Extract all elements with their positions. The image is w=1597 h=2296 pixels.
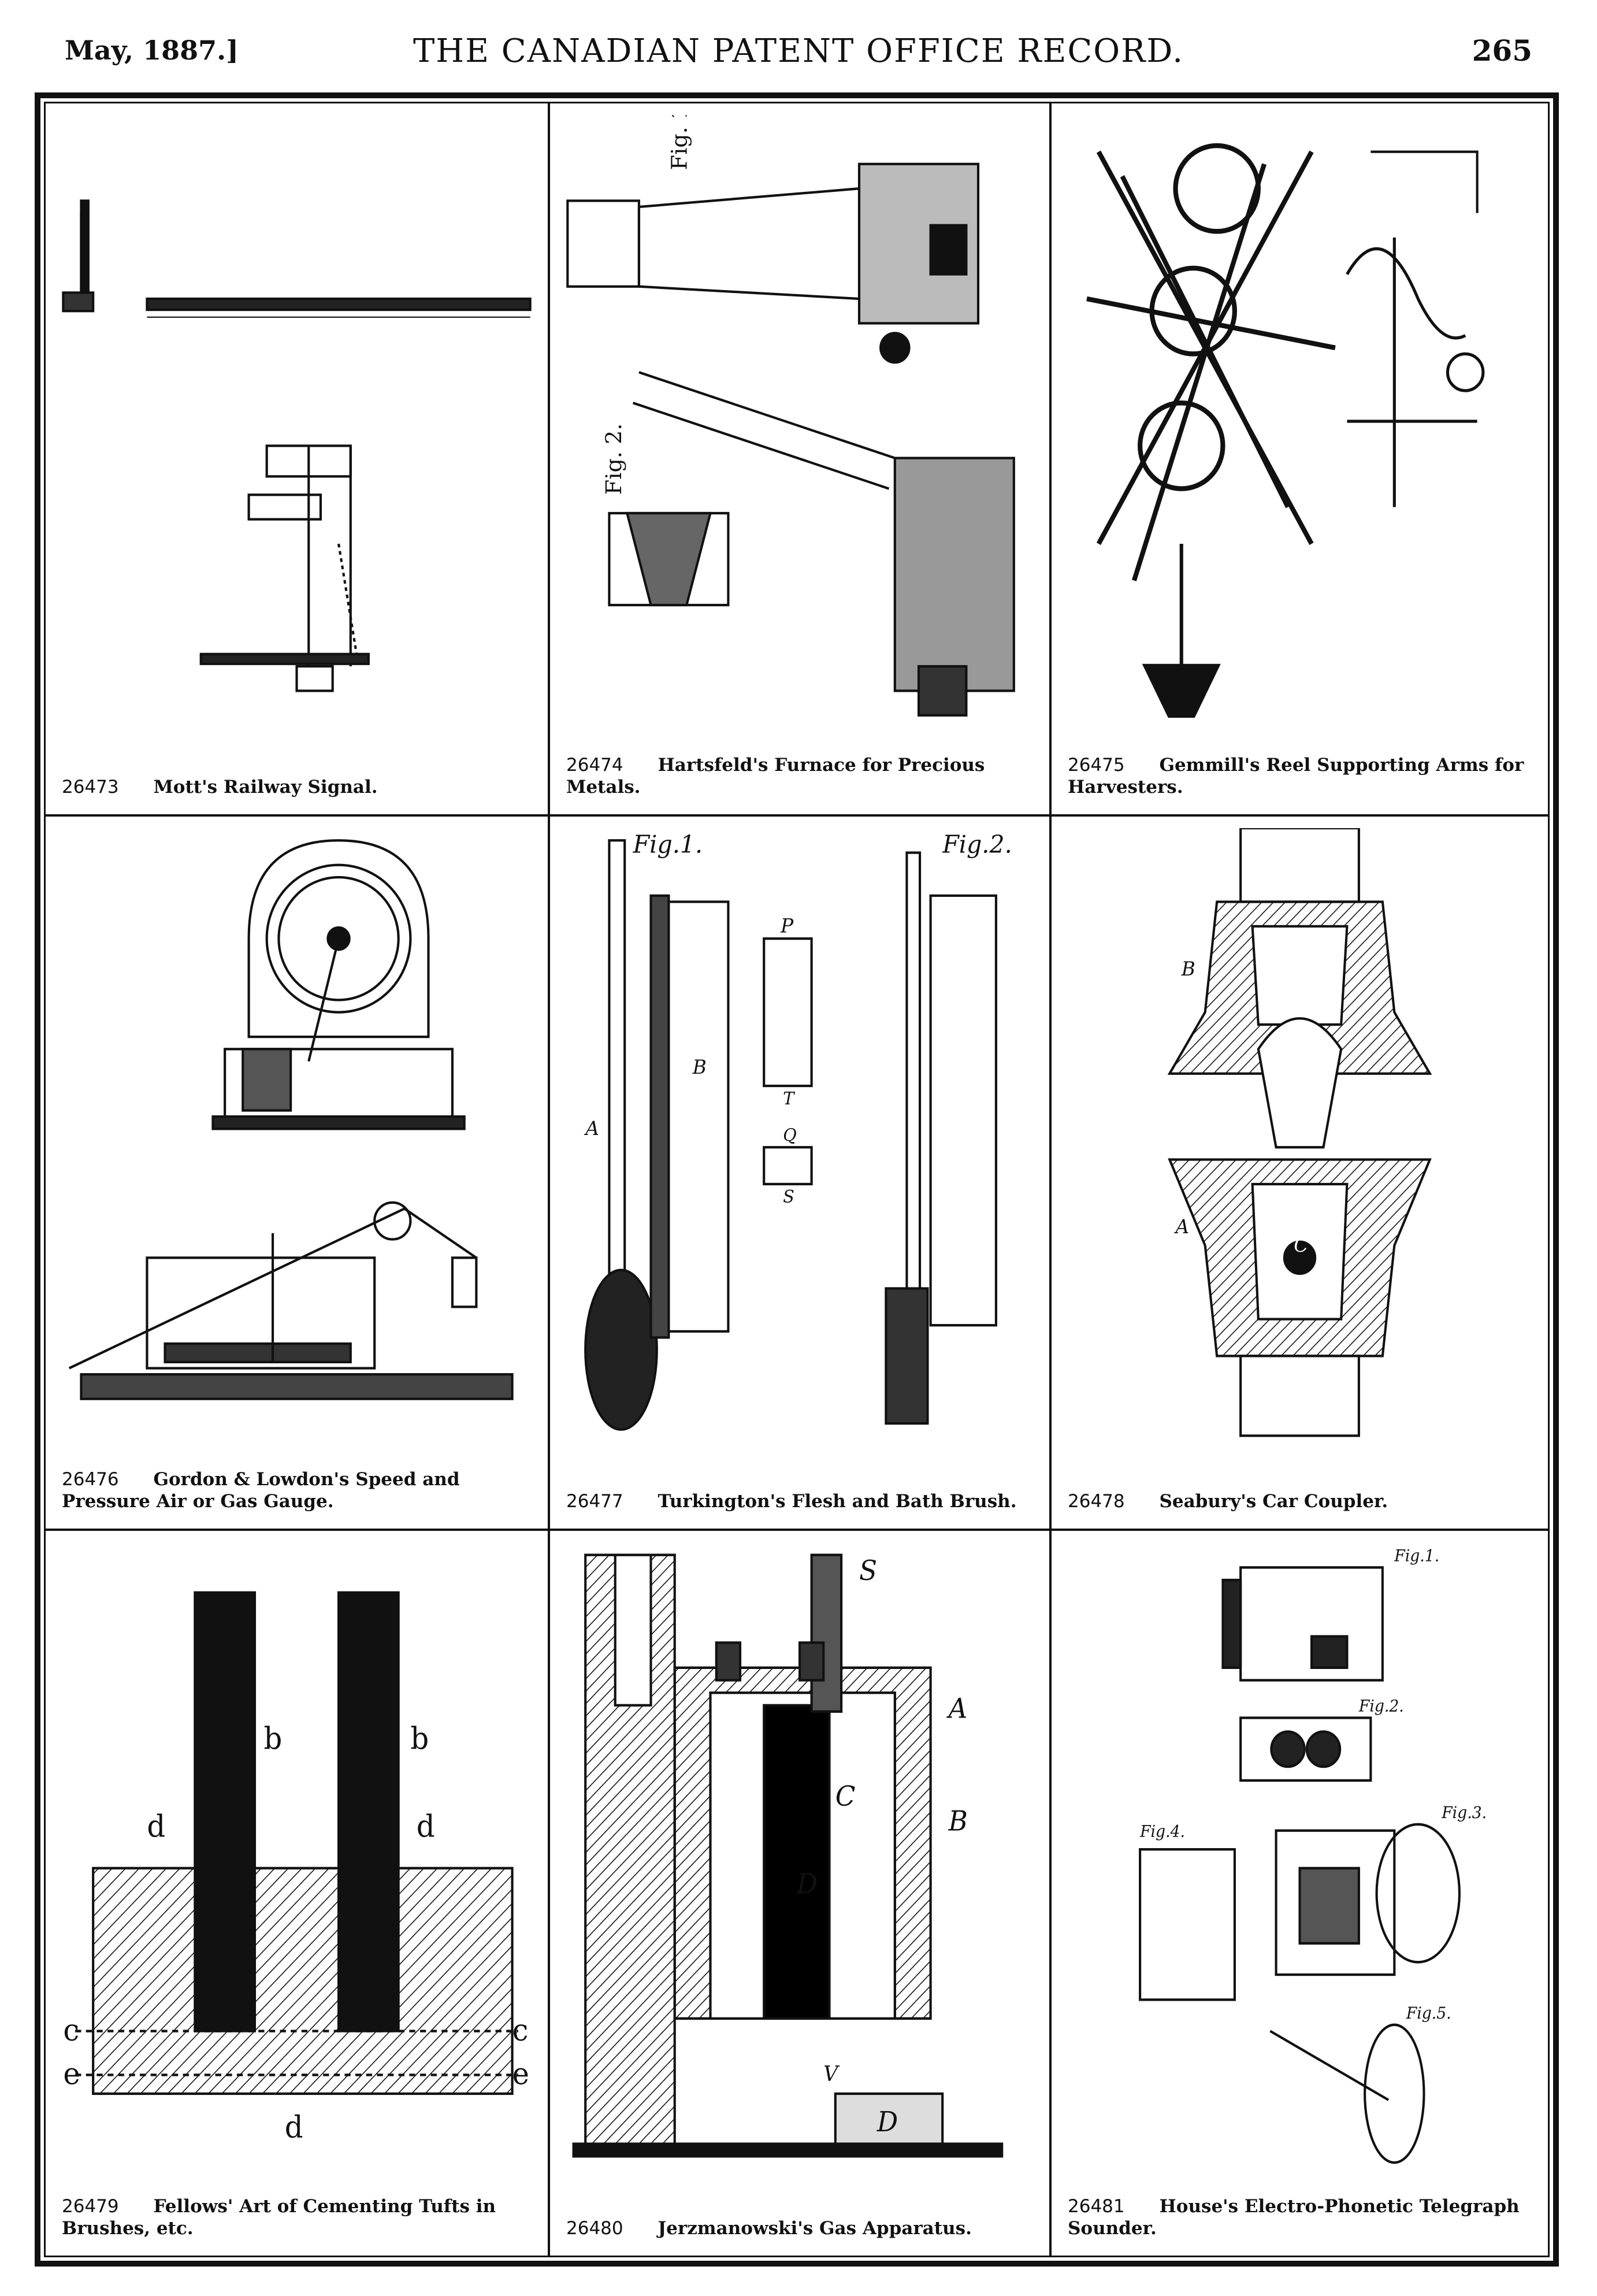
patent-caption: 26473 Mott's Railway Signal. bbox=[62, 776, 536, 798]
fig-label: e bbox=[63, 2057, 80, 2092]
patent-caption: 26476 Gordon & Lowdon's Speed and Pressu… bbox=[62, 1468, 536, 1512]
patent-number: 26476 bbox=[62, 1469, 119, 1490]
fig-label: Fig.1. bbox=[1394, 1547, 1439, 1566]
fig-label: Fig.4. bbox=[1139, 1823, 1185, 1841]
outer-frame bbox=[35, 92, 1559, 2267]
patent-caption: 26481 House's Electro-Phonetic Telegraph… bbox=[1068, 2195, 1536, 2239]
patent-caption: 26480 Jerzmanowski's Gas Apparatus. bbox=[566, 2217, 1038, 2239]
patent-caption: 26479 Fellows' Art of Cementing Tufts in… bbox=[62, 2195, 536, 2239]
patent-number: 26473 bbox=[62, 777, 119, 798]
patent-cell: 26476 Gordon & Lowdon's Speed and Pressu… bbox=[46, 817, 550, 1531]
fig-label: c bbox=[512, 2013, 529, 2048]
patent-caption: 26474 Hartsfeld's Furnace for Precious M… bbox=[566, 754, 1038, 798]
fig-label: b bbox=[410, 1722, 429, 1757]
fig-label: B bbox=[948, 1805, 968, 1837]
telegraph-sounder-drawing: Fig.1. Fig.2. Fig.3. Fig.4. Fig.5. bbox=[1063, 1542, 1536, 2169]
car-coupler-drawing: B C A bbox=[1063, 826, 1536, 1442]
fig-label: c bbox=[63, 2013, 79, 2048]
publication-title: THE CANADIAN PATENT OFFICE RECORD. bbox=[413, 32, 1184, 70]
fig-label: Fig. 2. bbox=[601, 423, 626, 495]
patent-number: 26477 bbox=[566, 1491, 623, 1512]
patent-cell: B C A 26478 Seabury's Car Coupler. bbox=[1052, 817, 1548, 1531]
fig-label: Q bbox=[783, 1125, 797, 1145]
fig-label: S bbox=[783, 1186, 794, 1207]
fig-label: S bbox=[859, 1555, 877, 1586]
patent-cell: Fig.1. Fig.2. Fig.3. Fig.4. Fig.5. 26481… bbox=[1052, 1531, 1548, 2256]
patent-title: Gordon & Lowdon's Speed and Pressure Air… bbox=[62, 1469, 460, 1512]
patent-caption: 26475 Gemmill's Reel Supporting Arms for… bbox=[1068, 754, 1536, 798]
patent-title: Jerzmanowski's Gas Apparatus. bbox=[658, 2218, 972, 2239]
fig-label: Fig.5. bbox=[1406, 2004, 1451, 2023]
bath-brush-drawing: Fig.1. Fig.2. A B P T Q S bbox=[562, 828, 1038, 1442]
patent-cell: Fig.1. Fig.2. A B P T Q S 26477 Turkingt… bbox=[550, 817, 1052, 1531]
fig-label: A bbox=[584, 1117, 599, 1140]
fig-label: Fig.1. bbox=[633, 830, 703, 859]
railway-signal-drawing bbox=[57, 115, 536, 728]
gas-gauge-drawing bbox=[57, 828, 536, 1442]
fig-label: Fig.3. bbox=[1441, 1804, 1487, 1822]
patent-title: House's Electro-Phonetic Telegraph Sound… bbox=[1068, 2196, 1520, 2239]
patent-title: Hartsfeld's Furnace for Precious Metals. bbox=[566, 755, 985, 798]
fig-label: e bbox=[512, 2057, 529, 2092]
brush-tufts-drawing: b b d d c c e e d bbox=[57, 1542, 536, 2169]
fig-label: d bbox=[285, 2110, 303, 2145]
fig-label: V bbox=[823, 2062, 840, 2086]
patent-number: 26480 bbox=[566, 2218, 623, 2239]
patent-title: Gemmill's Reel Supporting Arms for Harve… bbox=[1068, 755, 1524, 798]
patent-title: Mott's Railway Signal. bbox=[153, 777, 378, 798]
fig-label: Fig.2. bbox=[1358, 1697, 1404, 1716]
harvester-reel-drawing bbox=[1063, 115, 1536, 728]
issue-date: May, 1887.] bbox=[65, 35, 239, 66]
patent-number: 26478 bbox=[1068, 1491, 1125, 1512]
page-header: May, 1887.] THE CANADIAN PATENT OFFICE R… bbox=[65, 30, 1532, 76]
fig-label: T bbox=[783, 1088, 796, 1108]
fig-label: A bbox=[946, 1692, 968, 1724]
fig-label: D bbox=[877, 2106, 898, 2138]
fig-label: A bbox=[1174, 1215, 1190, 1238]
patent-caption: 26478 Seabury's Car Coupler. bbox=[1068, 1490, 1536, 1512]
furnace-drawing: Fig. 1. Fig. 2. bbox=[562, 103, 1038, 728]
fig-label: Fig.2. bbox=[942, 830, 1012, 859]
fig-label: b bbox=[264, 1722, 283, 1757]
fig-label: C bbox=[835, 1780, 856, 1812]
fig-label: d bbox=[417, 1809, 435, 1844]
fig-label: B bbox=[1181, 957, 1195, 980]
patent-title: Turkington's Flesh and Bath Brush. bbox=[658, 1491, 1017, 1512]
page-number: 265 bbox=[1472, 34, 1532, 68]
patent-number: 26481 bbox=[1068, 2196, 1125, 2217]
patent-number: 26475 bbox=[1068, 755, 1125, 776]
patent-grid: 26473 Mott's Railway Signal. bbox=[46, 103, 1548, 2256]
fig-label: B bbox=[692, 1055, 707, 1078]
inner-frame bbox=[44, 102, 1550, 2257]
patent-title: Seabury's Car Coupler. bbox=[1159, 1491, 1388, 1512]
patent-cell: 26475 Gemmill's Reel Supporting Arms for… bbox=[1052, 103, 1548, 817]
fig-label: Fig. 1. bbox=[667, 115, 692, 170]
fig-label: P bbox=[780, 914, 794, 937]
fig-label: D bbox=[796, 1868, 818, 1900]
gas-apparatus-drawing: S A B C D D V bbox=[562, 1542, 1038, 2169]
patent-title: Fellows' Art of Cementing Tufts in Brush… bbox=[62, 2196, 496, 2239]
fig-label: C bbox=[1294, 1233, 1308, 1256]
patent-cell: 26473 Mott's Railway Signal. bbox=[46, 103, 550, 817]
patent-number: 26474 bbox=[566, 755, 623, 776]
patent-cell: S A B C D D V 26480 Jerzmanowski's Gas A… bbox=[550, 1531, 1052, 2256]
patent-cell: b b d d c c e e d 26479 Fellows' Art of … bbox=[46, 1531, 550, 2256]
patent-cell: Fig. 1. Fig. 2. 26474 Hartsfeld's Furnac… bbox=[550, 103, 1052, 817]
fig-label: d bbox=[147, 1809, 165, 1844]
patent-number: 26479 bbox=[62, 2196, 119, 2217]
patent-caption: 26477 Turkington's Flesh and Bath Brush. bbox=[566, 1490, 1038, 1512]
